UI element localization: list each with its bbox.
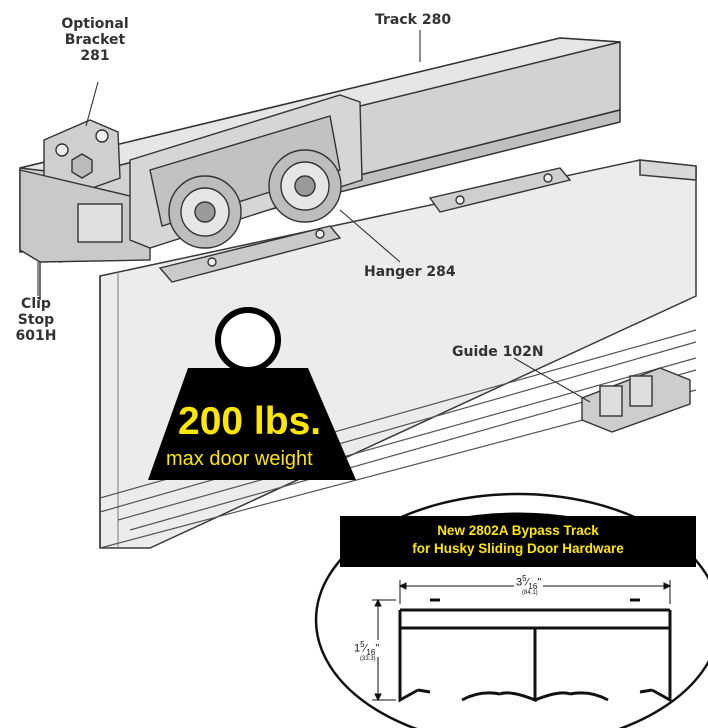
width-frac-den: 16 (528, 581, 538, 591)
weight-ring (215, 307, 281, 373)
optional-bracket-label: Optional Bracket 281 (50, 16, 140, 64)
width-whole: 3 (516, 576, 523, 589)
height-dimension: 15⁄16" (354, 640, 380, 657)
clip-stop-line2: Stop (17, 312, 55, 328)
height-frac-num: 5 (360, 640, 365, 649)
wheel-left (168, 175, 242, 249)
inset-title-line1: New 2802A Bypass Track (437, 523, 599, 538)
weight-value: 200 lbs. (178, 400, 322, 443)
guide-label: Guide 102N (452, 344, 544, 360)
height-mm: (33.3) (360, 656, 376, 662)
height-frac-den: 16 (366, 647, 376, 657)
clip-stop-label: Clip Stop 601H (10, 296, 62, 344)
track-label: Track 280 (375, 12, 452, 28)
guide-block (581, 367, 691, 433)
track-profile (398, 598, 672, 703)
width-frac-num: 5 (522, 574, 527, 583)
leader-lines (37, 30, 591, 403)
clip-stop-line3: 601H (15, 328, 57, 344)
weight-caption: max door weight (166, 448, 313, 470)
wheel-right (268, 149, 342, 223)
inset-callout (314, 492, 708, 728)
clip-stop (19, 169, 151, 300)
height-unit: " (375, 642, 380, 655)
inset-title: New 2802A Bypass Track for Husky Sliding… (340, 522, 696, 558)
clip-stop-line1: Clip (21, 296, 51, 312)
height-whole: 1 (354, 642, 361, 655)
hanger-label: Hanger 284 (364, 264, 456, 280)
optional-bracket-line2: Bracket (64, 32, 126, 48)
weight-badge (148, 307, 356, 480)
inset-title-line2: for Husky Sliding Door Hardware (412, 541, 624, 556)
width-dimension: 35⁄16" (514, 574, 544, 591)
weight-body (148, 368, 356, 480)
width-mm: (84.1) (522, 590, 538, 596)
width-unit: " (537, 576, 542, 589)
hanger-assembly (129, 94, 572, 283)
optional-bracket-line3: 281 (80, 48, 110, 64)
optional-bracket-line1: Optional (61, 16, 129, 32)
